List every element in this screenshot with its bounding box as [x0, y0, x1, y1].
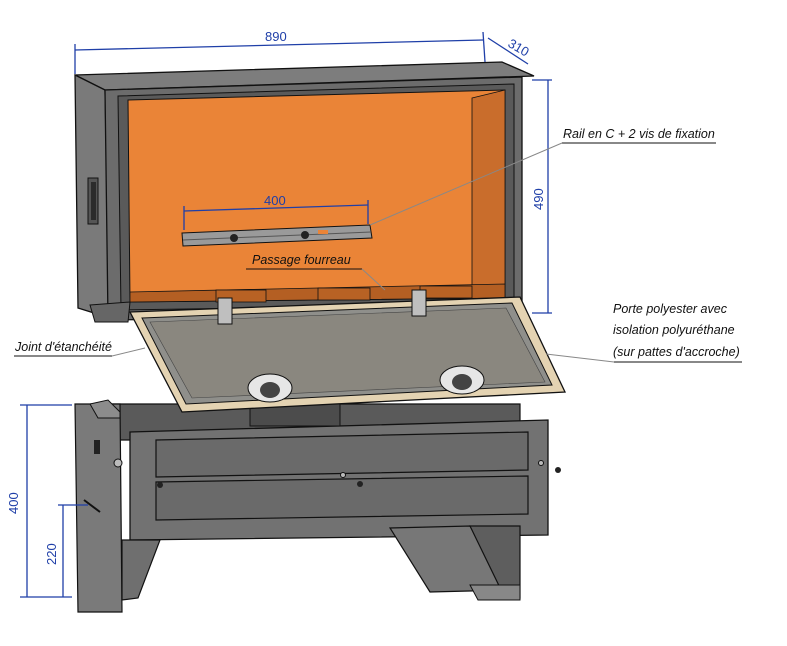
label-porte-1: Porte polyester avec: [613, 302, 728, 316]
dim-depth: 310: [506, 36, 532, 60]
dim-height-low: 220: [44, 543, 59, 565]
dim-height-top: 490: [531, 188, 546, 210]
latch-right: [439, 365, 485, 395]
cabinet: [74, 61, 535, 323]
leader-lines: [14, 142, 742, 363]
dim-rail: 400: [264, 193, 286, 208]
dim-height-base: 400: [6, 492, 21, 514]
label-porte-3: (sur pattes d'accroche): [613, 345, 740, 359]
dim-width: 890: [265, 29, 287, 44]
cabinet-interior: [127, 89, 506, 303]
latch-left: [247, 373, 293, 403]
door: [128, 289, 567, 413]
label-fourreau: Passage fourreau: [252, 253, 351, 267]
label-rail: Rail en C + 2 vis de fixation: [563, 127, 715, 141]
label-porte-2: isolation polyuréthane: [613, 323, 735, 337]
pedestal: [74, 399, 561, 613]
label-joint: Joint d'étanchéité: [14, 340, 112, 354]
c-rail: [181, 224, 373, 247]
dimension-lines: [20, 31, 552, 598]
